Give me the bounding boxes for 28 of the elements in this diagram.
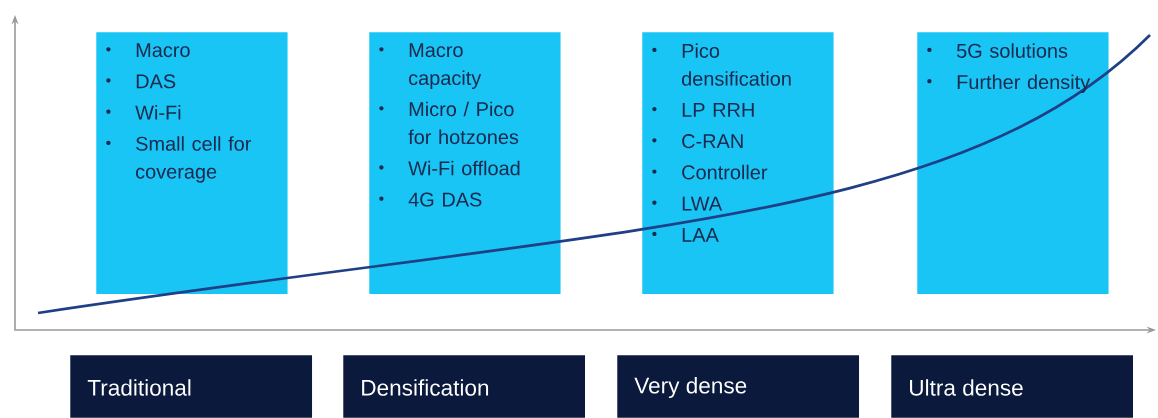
bullet-item: LP RRH xyxy=(652,103,754,117)
bullet-item: LWA xyxy=(652,196,723,211)
bullet-item: Micro / Pico for hotzones xyxy=(379,101,519,145)
stage-box xyxy=(917,32,1109,294)
stage-band xyxy=(343,355,586,418)
bullet-item: Small cell for coverage xyxy=(106,136,252,183)
bullet-item: Pico densification xyxy=(652,43,791,86)
stage-label: Traditional xyxy=(87,379,191,396)
stage-box xyxy=(369,32,561,294)
bullet-item: Macro xyxy=(106,43,190,58)
stage-band xyxy=(891,355,1133,418)
stage-label: Ultra dense xyxy=(910,379,1023,396)
bullet-item: Macro capacity xyxy=(379,43,482,89)
stage-box xyxy=(642,32,834,294)
bullet-item: 4G DAS xyxy=(379,192,482,207)
bullet-item: LAA xyxy=(652,227,719,242)
stage-label: Very dense xyxy=(634,377,747,398)
stage-label: Densification xyxy=(362,379,489,396)
bullet-item: Wi-Fi xyxy=(106,104,181,120)
bullet-item: Further density xyxy=(927,74,1091,94)
bullet-item: C-RAN xyxy=(652,134,743,149)
bullet-item: DAS xyxy=(106,74,176,89)
bullet-item: Controller xyxy=(652,164,768,180)
stage-band xyxy=(617,355,860,418)
stage-box xyxy=(96,32,288,294)
bullet-item: 5G solutions xyxy=(927,43,1068,58)
stage-band xyxy=(70,355,313,418)
bullet-item: Wi-Fi offload xyxy=(379,160,520,176)
